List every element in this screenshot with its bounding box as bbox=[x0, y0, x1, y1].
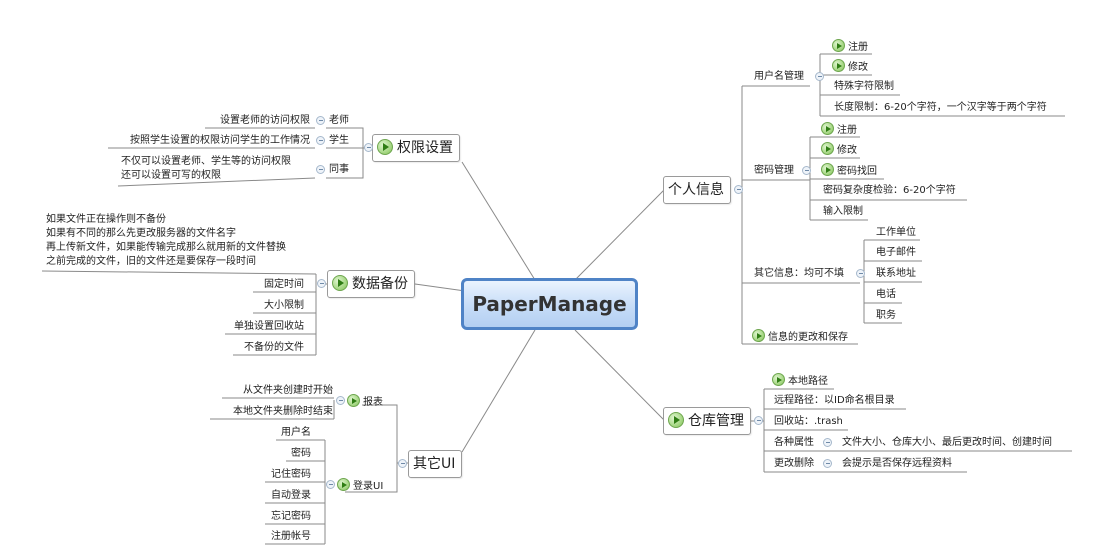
topic-label: 个人信息 bbox=[668, 182, 724, 198]
node-other-info-title[interactable]: 职务 bbox=[876, 310, 896, 321]
collapse-toggle-icon[interactable] bbox=[316, 136, 325, 145]
node-student-desc[interactable]: 按照学生设置的权限访问学生的工作情况 bbox=[130, 135, 310, 146]
topic-data-backup[interactable]: 数据备份 bbox=[327, 270, 415, 298]
node-backup-note-line4[interactable]: 之前完成的文件，旧的文件还是要保存一段时间 bbox=[46, 256, 256, 267]
node-repo-remote-path[interactable]: 远程路径：以ID命名根目录 bbox=[774, 395, 895, 406]
node-username-mgmt[interactable]: 用户名管理 bbox=[754, 71, 804, 82]
node-repo-delete[interactable]: 更改删除 bbox=[774, 458, 814, 469]
play-icon bbox=[821, 163, 834, 176]
play-icon bbox=[832, 39, 845, 52]
collapse-toggle-icon[interactable] bbox=[734, 185, 743, 194]
node-other-info-company[interactable]: 工作单位 bbox=[876, 227, 916, 238]
play-icon bbox=[332, 275, 348, 291]
node-info-save[interactable]: 信息的更改和保存 bbox=[752, 329, 848, 344]
collapse-toggle-icon[interactable] bbox=[364, 143, 373, 152]
play-icon bbox=[772, 373, 785, 386]
play-icon bbox=[821, 142, 834, 155]
node-backup-recycle-bin[interactable]: 单独设置回收站 bbox=[234, 321, 304, 332]
node-repo-local-path[interactable]: 本地路径 bbox=[772, 373, 828, 388]
collapse-toggle-icon[interactable] bbox=[754, 416, 763, 425]
node-backup-note-line2[interactable]: 如果有不同的那么先更改服务器的文件名字 bbox=[46, 228, 236, 239]
node-username-length[interactable]: 长度限制：6-20个字符，一个汉字等于两个字符 bbox=[834, 102, 1047, 113]
topic-label: 权限设置 bbox=[397, 140, 453, 156]
node-password-modify[interactable]: 修改 bbox=[821, 142, 857, 157]
node-report-from[interactable]: 从文件夹创建时开始 bbox=[243, 385, 333, 396]
node-colleague-desc-line1[interactable]: 不仅可以设置老师、学生等的访问权限 bbox=[121, 156, 291, 167]
node-login-password[interactable]: 密码 bbox=[291, 448, 311, 459]
node-teacher[interactable]: 老师 bbox=[329, 115, 349, 126]
node-other-info-phone[interactable]: 电话 bbox=[876, 289, 896, 300]
node-backup-note-line1[interactable]: 如果文件正在操作则不备份 bbox=[46, 214, 166, 225]
collapse-toggle-icon[interactable] bbox=[856, 269, 865, 278]
node-repo-delete-desc[interactable]: 会提示是否保存远程资料 bbox=[842, 458, 952, 469]
topic-label: 仓库管理 bbox=[688, 413, 744, 429]
node-login-forgot[interactable]: 忘记密码 bbox=[271, 511, 311, 522]
collapse-toggle-icon[interactable] bbox=[815, 72, 824, 81]
node-username-special-chars[interactable]: 特殊字符限制 bbox=[834, 81, 894, 92]
play-icon bbox=[832, 59, 845, 72]
topic-personal-info[interactable]: 个人信息 bbox=[663, 176, 731, 204]
play-icon bbox=[337, 478, 350, 491]
node-other-info[interactable]: 其它信息：均可不填 bbox=[754, 268, 844, 279]
node-repo-attrs-desc[interactable]: 文件大小、仓库大小、最后更改时间、创建时间 bbox=[842, 437, 1052, 448]
topic-other-ui[interactable]: 其它UI bbox=[408, 450, 463, 478]
node-backup-size-limit[interactable]: 大小限制 bbox=[264, 300, 304, 311]
node-login-ui[interactable]: 登录UI bbox=[337, 478, 383, 493]
node-password-register[interactable]: 注册 bbox=[821, 122, 857, 137]
node-password-mgmt[interactable]: 密码管理 bbox=[754, 165, 794, 176]
topic-label: 其它UI bbox=[413, 456, 456, 472]
node-password-recover[interactable]: 密码找回 bbox=[821, 163, 877, 178]
play-icon bbox=[821, 122, 834, 135]
node-backup-note-line3[interactable]: 再上传新文件，如果能传输完成那么就用新的文件替换 bbox=[46, 242, 286, 253]
collapse-toggle-icon[interactable] bbox=[823, 438, 832, 447]
play-icon bbox=[347, 394, 360, 407]
collapse-toggle-icon[interactable] bbox=[316, 165, 325, 174]
collapse-toggle-icon[interactable] bbox=[336, 396, 345, 405]
play-icon bbox=[377, 139, 393, 155]
collapse-toggle-icon[interactable] bbox=[802, 166, 811, 175]
node-student[interactable]: 学生 bbox=[329, 135, 349, 146]
topic-permission-settings[interactable]: 权限设置 bbox=[372, 134, 460, 162]
node-username-modify[interactable]: 修改 bbox=[832, 59, 868, 74]
play-icon bbox=[752, 329, 765, 342]
node-repo-attrs[interactable]: 各种属性 bbox=[774, 437, 814, 448]
node-colleague-desc-line2[interactable]: 还可以设置可写的权限 bbox=[121, 170, 221, 181]
node-password-input-limit[interactable]: 输入限制 bbox=[823, 206, 863, 217]
topic-repository-mgmt[interactable]: 仓库管理 bbox=[663, 407, 751, 435]
node-repo-recycle[interactable]: 回收站：.trash bbox=[774, 416, 843, 427]
node-login-register[interactable]: 注册帐号 bbox=[271, 531, 311, 542]
node-login-username[interactable]: 用户名 bbox=[281, 427, 311, 438]
collapse-toggle-icon[interactable] bbox=[317, 279, 326, 288]
collapse-toggle-icon[interactable] bbox=[398, 459, 407, 468]
node-username-register[interactable]: 注册 bbox=[832, 39, 868, 54]
node-colleague[interactable]: 同事 bbox=[329, 164, 349, 175]
node-report-to[interactable]: 本地文件夹删除时结束 bbox=[233, 406, 333, 417]
collapse-toggle-icon[interactable] bbox=[823, 459, 832, 468]
node-other-info-address[interactable]: 联系地址 bbox=[876, 268, 916, 279]
play-icon bbox=[668, 412, 684, 428]
node-teacher-desc[interactable]: 设置老师的访问权限 bbox=[220, 115, 310, 126]
node-login-remember[interactable]: 记住密码 bbox=[271, 469, 311, 480]
node-password-complexity[interactable]: 密码复杂度检验：6-20个字符 bbox=[823, 185, 956, 196]
collapse-toggle-icon[interactable] bbox=[316, 116, 325, 125]
node-login-auto[interactable]: 自动登录 bbox=[271, 490, 311, 501]
topic-label: 数据备份 bbox=[352, 276, 408, 292]
node-backup-fixed-time[interactable]: 固定时间 bbox=[264, 279, 304, 290]
node-other-info-email[interactable]: 电子邮件 bbox=[876, 247, 916, 258]
central-topic[interactable]: PaperManage bbox=[461, 278, 638, 330]
collapse-toggle-icon[interactable] bbox=[326, 480, 335, 489]
node-backup-excluded-files[interactable]: 不备份的文件 bbox=[244, 342, 304, 353]
node-report[interactable]: 报表 bbox=[347, 394, 383, 409]
